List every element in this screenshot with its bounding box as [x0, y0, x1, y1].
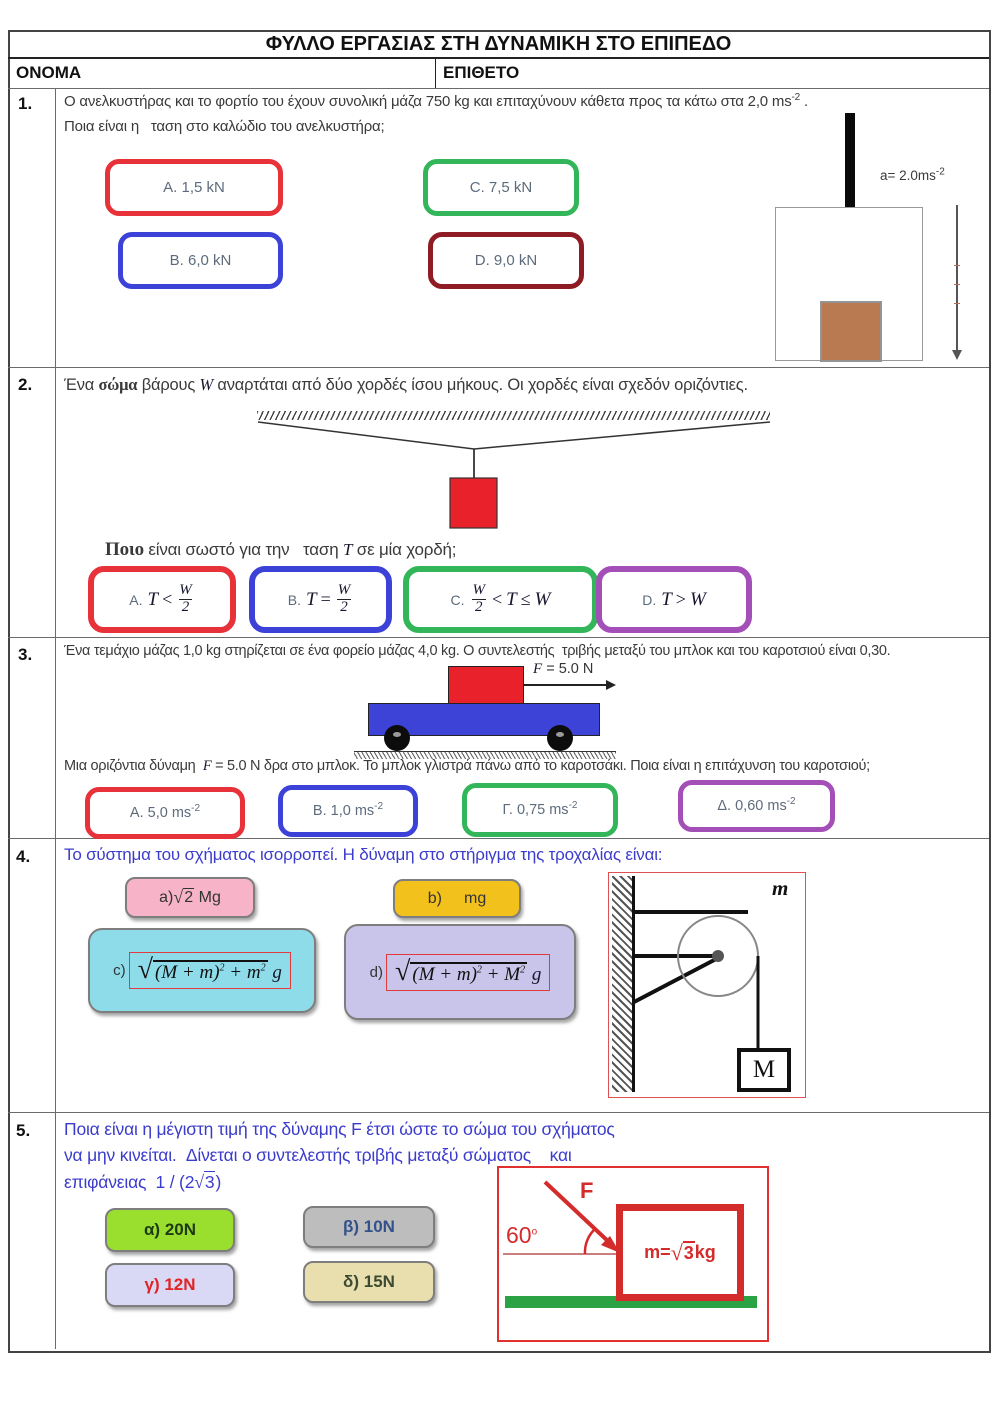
q5-text-line1: Ποια είναι η μέγιστη τιμή της δύναμης F …: [64, 1119, 615, 1139]
q3-option-d[interactable]: Δ. 0,60 ms-2: [678, 780, 835, 832]
cart-wheel-left: [384, 725, 410, 751]
q5-option-a[interactable]: α) 20N: [105, 1208, 235, 1252]
q5-option-d[interactable]: δ) 15N: [303, 1261, 435, 1303]
q2-option-d[interactable]: D. T > W: [596, 566, 752, 633]
name-label: ΟΝΟΜΑ: [16, 63, 82, 82]
q5-angle-label: 60o: [506, 1222, 538, 1248]
wall-hatch: [612, 876, 635, 1092]
q1-option-a-label: A. 1,5 kN: [163, 179, 225, 196]
q1-option-b-label: B. 6,0 kN: [169, 252, 232, 269]
sqrt-sign: √: [173, 887, 184, 908]
hanging-mass-label: M: [752, 1056, 776, 1083]
q5-force-label: F: [580, 1178, 594, 1203]
q4-option-a[interactable]: a)√2 Mg: [125, 877, 255, 918]
q5-number: 5.: [16, 1121, 31, 1140]
row-divider-q2: [8, 637, 989, 638]
name-field[interactable]: [90, 58, 430, 86]
q1-option-b[interactable]: B. 6,0 kN: [118, 232, 283, 289]
q1-number: 1.: [18, 94, 33, 113]
pulley-diagram: [633, 910, 760, 1050]
title-row-divider: [8, 57, 989, 59]
q3-option-b[interactable]: Β. 1,0 ms-2: [278, 785, 418, 837]
q4-prompt: Το σύστημα του σχήματος ισορροπεί. Η δύν…: [64, 845, 663, 864]
q1-option-a[interactable]: A. 1,5 kN: [105, 159, 283, 216]
cart-wheel-right: [547, 725, 573, 751]
q3-force-label: F = 5.0 N: [533, 661, 594, 677]
q3-text-line1: Ένα τεμάχιο μάζας 1,0 kg στηρίζεται σε έ…: [64, 643, 891, 659]
accel-arrow-tick: [954, 284, 960, 285]
q3-option-a[interactable]: Α. 5,0 ms-2: [85, 787, 245, 839]
q1-option-d-label: D. 9,0 kN: [474, 252, 538, 269]
q2-strings-diagram: [257, 421, 771, 529]
q4-option-b[interactable]: b)mg: [393, 879, 521, 918]
ceiling-hatch: [257, 411, 770, 420]
accel-arrow-tick: [954, 265, 960, 266]
table-border: [8, 30, 991, 1353]
q5-option-c[interactable]: γ) 12N: [105, 1263, 235, 1307]
q1-option-d[interactable]: D. 9,0 kN: [428, 232, 584, 289]
q2-prompt: Ποιο είναι σωστό για την ταση T σε μία χ…: [105, 539, 457, 560]
sqrt-sign: √: [395, 955, 411, 987]
accel-arrow-head: [952, 350, 962, 360]
page-title: ΦΥΛΛΟ ΕΡΓΑΣΙΑΣ ΣΤΗ ΔΥΝΑΜΙΚΗ ΣΤΟ ΕΠΙΠΕΔΟ: [265, 33, 732, 55]
row-divider-q3: [8, 838, 989, 839]
q4-number: 4.: [16, 847, 31, 866]
q1-option-c-label: C. 7,5 kN: [469, 179, 533, 196]
q2-number: 2.: [18, 375, 33, 394]
q1-accel-label: a= 2.0ms-2: [880, 166, 945, 183]
q1-text-line1: Ο ανελκυστήρας και το φορτίο του έχουν σ…: [64, 92, 808, 111]
q5-text-line3: επιφάνειας 1 / (2√3): [64, 1171, 222, 1192]
header-row-divider: [8, 88, 989, 89]
row-divider-q1: [8, 367, 989, 368]
accel-arrow-line: [956, 205, 958, 351]
q1-text-line2: Ποια είναι η ταση στο καλώδιο του ανελκυ…: [64, 118, 385, 135]
surname-field[interactable]: [530, 58, 970, 86]
header-col-divider: [435, 57, 436, 88]
sqrt-sign: √: [137, 954, 154, 985]
row-divider-q4: [8, 1112, 989, 1113]
force-arrow-head: [606, 680, 616, 690]
elevator-load: [820, 301, 882, 362]
sqrt-sign: √: [194, 1172, 204, 1192]
block-red: [448, 666, 524, 706]
sqrt-sign: √: [670, 1239, 683, 1265]
q3-option-c[interactable]: Γ. 0,75 ms-2: [462, 783, 618, 837]
q5-option-b[interactable]: β) 10N: [303, 1206, 435, 1248]
pulley-mass-label: m: [772, 876, 789, 900]
surname-label: ΕΠΙΘΕΤΟ: [443, 63, 520, 82]
q3-text-line2: Μια οριζόντια δύναμη F = 5.0 N δρα στο μ…: [64, 758, 870, 774]
hanging-mass-box: M: [737, 1048, 791, 1092]
q5-text-line2: να μην κινείται. Δίνεται ο συντελεστής τ…: [64, 1145, 572, 1165]
q2-intro-text: Ένα σώμα βάρους W αναρτάται από δύο χορδ…: [64, 375, 748, 394]
q4-option-d[interactable]: d) √(M + m)2 + M2 g: [344, 924, 576, 1020]
accel-arrow-tick: [954, 303, 960, 304]
q4-option-c[interactable]: c) √(M + m)2 + m2 g: [88, 928, 316, 1013]
ground-hatch: [354, 751, 616, 759]
elevator-cable: [845, 113, 855, 209]
number-col-divider: [55, 88, 56, 1349]
q3-number: 3.: [18, 645, 33, 664]
force-arrow-line: [524, 684, 608, 686]
q1-option-c[interactable]: C. 7,5 kN: [423, 159, 579, 216]
